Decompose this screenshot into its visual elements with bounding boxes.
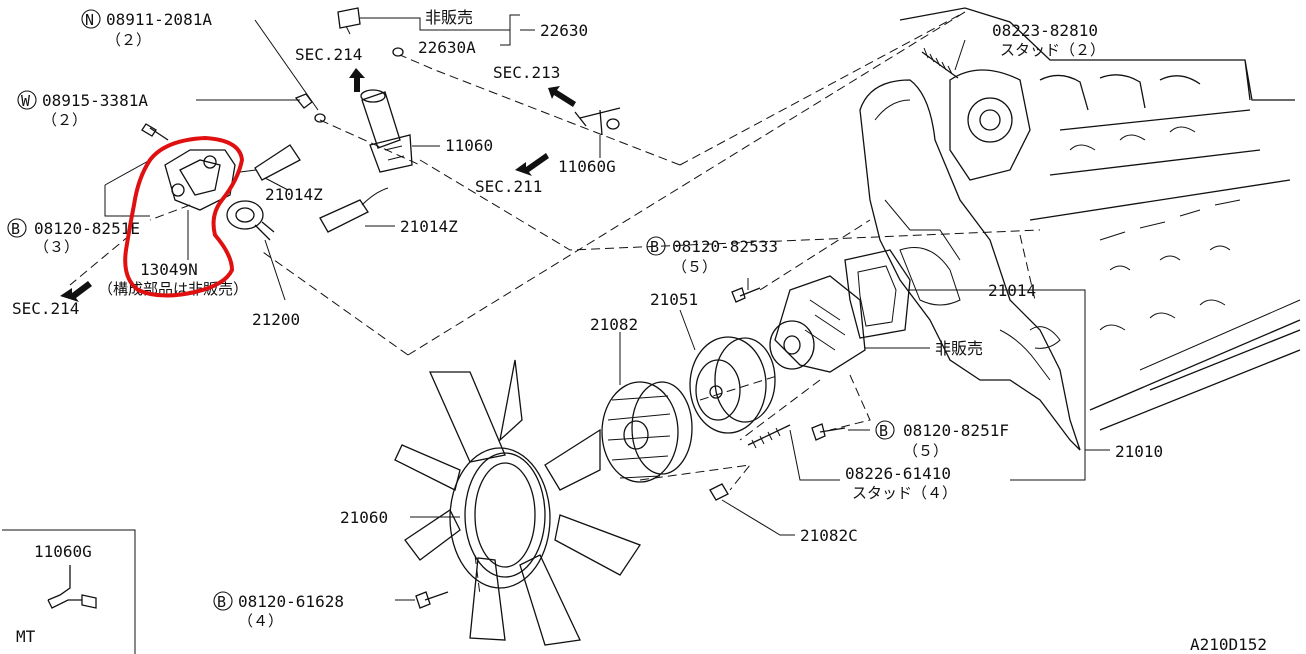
label-21082C: 21082C xyxy=(800,526,858,545)
label-hisee2: 非販売 xyxy=(935,339,983,358)
label-hisee1: 非販売 xyxy=(425,8,473,27)
engine-block xyxy=(859,7,1301,451)
water-outlet-assembly xyxy=(141,7,621,241)
label-08223: 08223-82810 xyxy=(992,21,1098,40)
label-sec211: SEC.211 xyxy=(475,177,542,196)
assembly-lines xyxy=(69,11,1041,596)
water-pump-fan-assembly xyxy=(394,249,911,646)
label-sec213: SEC.213 xyxy=(493,63,560,82)
label-q2a: （２） xyxy=(106,31,151,49)
direction-arrows xyxy=(60,68,576,302)
label-q5a: （５） xyxy=(672,258,717,276)
prefix-b-1: B xyxy=(11,220,20,238)
prefix-n: N xyxy=(85,11,94,29)
label-stud2: スタッド（２） xyxy=(1000,41,1105,59)
label-stud4: スタッド（４） xyxy=(852,484,957,502)
diagram-code: A210D152 xyxy=(1190,635,1267,654)
label-08915: 08915-3381A xyxy=(42,91,148,110)
prefix-b-4: B xyxy=(217,593,226,611)
inset-mt-label: MT xyxy=(16,627,36,646)
prefix-b-3: B xyxy=(879,422,888,440)
label-21082: 21082 xyxy=(590,315,638,334)
label-21010: 21010 xyxy=(1115,442,1163,461)
inset-part-label: 11060G xyxy=(34,542,92,561)
label-q4: （４） xyxy=(238,612,283,630)
label-08120-8251F: 08120-8251F xyxy=(903,421,1009,440)
label-11060G: 11060G xyxy=(558,157,616,176)
label-21014Z-lower: 21014Z xyxy=(400,217,458,236)
prefix-b-2: B xyxy=(650,238,659,256)
label-08120-82533: 08120-82533 xyxy=(672,237,778,256)
label-sec214a: SEC.214 xyxy=(295,45,362,64)
label-08911: 08911-2081A xyxy=(106,10,212,29)
leader-lines xyxy=(104,14,1110,601)
label-22630A: 22630A xyxy=(418,38,476,57)
label-q2b: （２） xyxy=(42,111,87,129)
label-21200: 21200 xyxy=(252,310,300,329)
arrow-sec214-left xyxy=(60,281,92,302)
label-kosei: （構成部品は非販売） xyxy=(98,280,248,298)
label-08226: 08226-61410 xyxy=(845,464,951,483)
label-11060: 11060 xyxy=(445,136,493,155)
arrow-sec214-up xyxy=(349,68,365,92)
label-08120-8251E: 08120-8251E xyxy=(34,219,140,238)
label-13049N: 13049N xyxy=(140,260,198,279)
label-08120-61628: 08120-61628 xyxy=(238,592,344,611)
arrow-sec211 xyxy=(515,153,549,176)
label-22630: 22630 xyxy=(540,21,588,40)
callout-labels: N 08911-2081A （２） 非販売 22630 SEC.214 2263… xyxy=(7,8,1267,654)
label-21014: 21014 xyxy=(988,281,1036,300)
arrow-sec213 xyxy=(548,86,576,107)
label-q3: （３） xyxy=(34,238,79,256)
inset-mt-detail xyxy=(2,529,136,654)
prefix-w: W xyxy=(21,92,31,110)
highlight-outline xyxy=(123,136,244,298)
label-21051: 21051 xyxy=(650,290,698,309)
label-21014Z-upper: 21014Z xyxy=(265,185,323,204)
label-21060: 21060 xyxy=(340,508,388,527)
label-sec214b: SEC.214 xyxy=(12,299,79,318)
label-q5b: （５） xyxy=(903,442,948,460)
